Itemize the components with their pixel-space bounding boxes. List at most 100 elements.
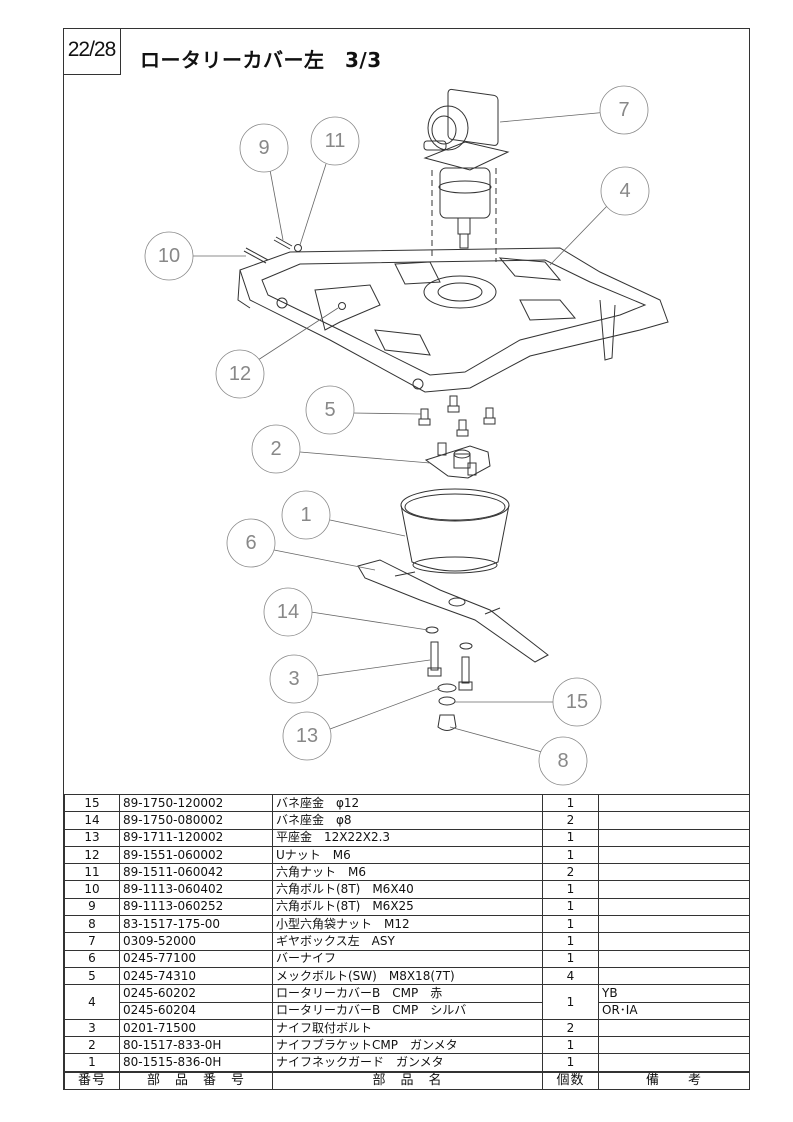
callout-6 bbox=[226, 518, 276, 568]
part-number: 89-1113-060402 bbox=[119, 880, 273, 899]
quantity: 1 bbox=[542, 1036, 599, 1055]
neck-guard-drawing bbox=[400, 488, 510, 574]
part-name: バネ座金 φ8 bbox=[272, 811, 543, 830]
callout-label-15: 15 bbox=[566, 691, 588, 713]
quantity: 2 bbox=[542, 863, 599, 882]
gearbox-drawing bbox=[423, 88, 510, 262]
item-no: 2 bbox=[64, 1036, 120, 1055]
part-name: ナイフネックガード ガンメタ bbox=[272, 1053, 543, 1073]
item-no: 6 bbox=[64, 949, 120, 968]
page-title: ロータリーカバー左 3/3 bbox=[140, 48, 382, 72]
table-header-row: 番号 部 品 番 号 部 品 名 個数 備 考 bbox=[64, 1070, 750, 1091]
item-no: 9 bbox=[64, 897, 120, 917]
part-number: 89-1750-080002 bbox=[119, 811, 273, 830]
callout-7 bbox=[599, 85, 649, 135]
callout-label-7: 7 bbox=[618, 99, 629, 121]
table-row: 14 89-1750-080002 バネ座金 φ8 2 bbox=[64, 811, 750, 830]
quantity: 2 bbox=[542, 811, 599, 830]
knife-bracket-drawing bbox=[424, 442, 491, 479]
remarks bbox=[598, 793, 750, 813]
table-row: 11 89-1511-060042 六角ナット M6 2 bbox=[64, 863, 750, 882]
callout-circles bbox=[144, 85, 650, 786]
callout-11 bbox=[310, 116, 360, 166]
item-no: 8 bbox=[64, 915, 120, 934]
part-number: 0309-52000 bbox=[119, 932, 273, 951]
item-no: 5 bbox=[64, 966, 120, 986]
part-name: メックボルト(SW) M8X18(7T) bbox=[272, 966, 543, 986]
item-no: 11 bbox=[64, 863, 120, 882]
quantity: 1 bbox=[542, 793, 599, 813]
remarks bbox=[598, 949, 750, 968]
item-no: 3 bbox=[64, 1018, 120, 1038]
small-bolts-drawing bbox=[243, 236, 346, 310]
quantity: 1 bbox=[542, 932, 599, 951]
part-name: Uナット M6 bbox=[272, 845, 543, 865]
callout-3 bbox=[269, 654, 319, 704]
mec-bolts-drawing bbox=[418, 395, 496, 437]
part-number: 0201-71500 bbox=[119, 1018, 273, 1038]
column-header-quantity: 個数 bbox=[542, 1070, 599, 1091]
remarks bbox=[598, 811, 750, 830]
table-row: 10 89-1113-060402 六角ボルト(8T) M6X40 1 bbox=[64, 880, 750, 899]
callout-label-14: 14 bbox=[277, 601, 299, 623]
table-row: 2 80-1517-833-0H ナイフブラケットCMP ガンメタ 1 bbox=[64, 1036, 750, 1055]
quantity: 2 bbox=[542, 1018, 599, 1038]
bar-knife-drawing bbox=[357, 559, 549, 663]
callout-label-9: 9 bbox=[258, 137, 269, 159]
callout-5 bbox=[305, 385, 355, 435]
quantity: 1 bbox=[542, 1053, 599, 1073]
quantity: 1 bbox=[542, 949, 599, 968]
callout-label-5: 5 bbox=[324, 399, 335, 421]
callout-label-2: 2 bbox=[270, 438, 281, 460]
remarks bbox=[598, 1053, 750, 1073]
part-name: バーナイフ bbox=[272, 949, 543, 968]
parts-list-table: 15 89-1750-120002 バネ座金 φ12 1 14 89-1750-… bbox=[64, 793, 750, 1091]
part-number: 89-1711-120002 bbox=[119, 828, 273, 847]
item-no: 14 bbox=[64, 811, 120, 830]
quantity: 4 bbox=[542, 966, 599, 986]
column-header-remarks: 備 考 bbox=[598, 1070, 750, 1091]
callout-2 bbox=[251, 424, 301, 474]
table-row: 7 0309-52000 ギヤボックス左 ASY 1 bbox=[64, 932, 750, 951]
remarks bbox=[598, 966, 750, 986]
remarks bbox=[598, 828, 750, 847]
callout-1 bbox=[281, 490, 331, 540]
callout-label-10: 10 bbox=[158, 245, 180, 267]
part-name: 六角ボルト(8T) M6X25 bbox=[272, 897, 543, 917]
remarks bbox=[598, 845, 750, 865]
callout-label-13: 13 bbox=[296, 725, 318, 747]
table-row: 12 89-1551-060002 Uナット M6 1 bbox=[64, 845, 750, 865]
callout-10 bbox=[144, 231, 194, 281]
part-name: ロータリーカバーB CMP 赤 bbox=[272, 984, 543, 1003]
column-header-part-name: 部 品 名 bbox=[272, 1070, 543, 1091]
remarks bbox=[598, 1018, 750, 1038]
remarks bbox=[598, 897, 750, 917]
table-row: 0245-60204 ロータリーカバーB CMP シルバ OR･IA bbox=[65, 1001, 750, 1020]
item-no: 1 bbox=[64, 1053, 120, 1073]
table-row: 9 89-1113-060252 六角ボルト(8T) M6X25 1 bbox=[64, 897, 750, 917]
table-row: 1 80-1515-836-0H ナイフネックガード ガンメタ 1 bbox=[64, 1053, 750, 1073]
exploded-parts-diagram: 7 4 9 11 10 12 5 2 1 6 14 3 15 13 8 bbox=[64, 76, 749, 792]
table-row: 4 0245-60202 ロータリーカバーB CMP 赤 1 YB bbox=[64, 984, 750, 1020]
callout-14 bbox=[263, 587, 313, 637]
part-name: 六角ナット M6 bbox=[272, 863, 543, 882]
table-row: 5 0245-74310 メックボルト(SW) M8X18(7T) 4 bbox=[64, 966, 750, 986]
quantity: 1 bbox=[542, 880, 599, 899]
part-number: 0245-77100 bbox=[119, 949, 273, 968]
part-name: ロータリーカバーB CMP シルバ bbox=[272, 1001, 543, 1020]
column-header-item-no: 番号 bbox=[64, 1070, 120, 1091]
table-row: 6 0245-77100 バーナイフ 1 bbox=[64, 949, 750, 968]
callout-label-3: 3 bbox=[288, 668, 299, 690]
quantity: 1 bbox=[542, 915, 599, 934]
part-number: 89-1551-060002 bbox=[119, 845, 273, 865]
part-name: 平座金 12X22X2.3 bbox=[272, 828, 543, 847]
callout-label-1: 1 bbox=[300, 504, 311, 526]
part-name: バネ座金 φ12 bbox=[272, 793, 543, 813]
rotary-cover-drawing bbox=[237, 247, 669, 393]
part-number: 0245-60204 bbox=[119, 1001, 273, 1020]
quantity: 1 bbox=[542, 828, 599, 847]
item-no: 13 bbox=[64, 828, 120, 847]
callout-label-6: 6 bbox=[245, 532, 256, 554]
part-name: 六角ボルト(8T) M6X40 bbox=[272, 880, 543, 899]
callout-label-12: 12 bbox=[229, 363, 251, 385]
